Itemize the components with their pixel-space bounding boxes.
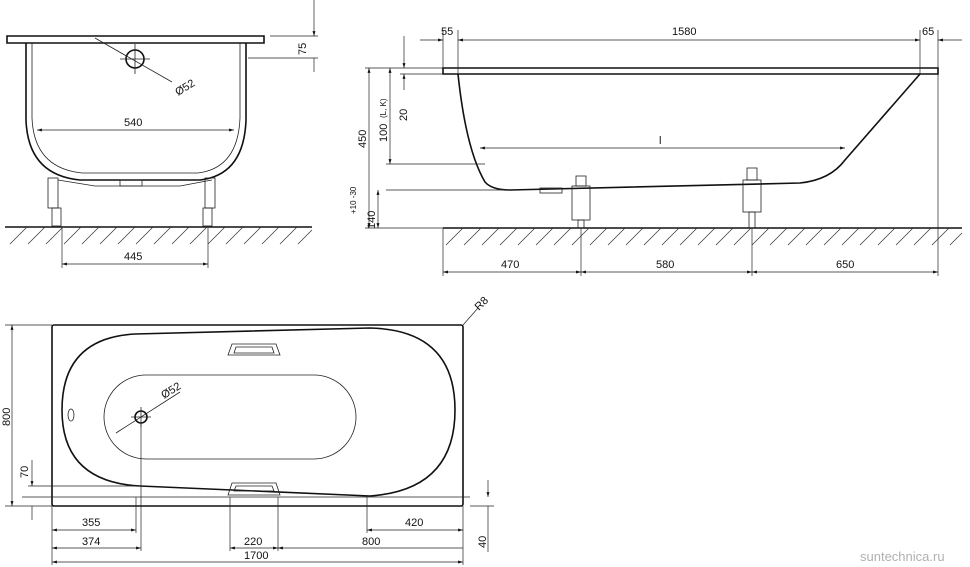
dim-75: 75 [297,43,309,55]
side-tub-inner [31,43,241,174]
front-tub-body [457,73,921,191]
top-overflow [67,408,75,422]
dim-800-vert: 800 [1,408,13,426]
dim-140-tol: +10 -30 [349,186,358,214]
dim-220: 220 [244,536,262,548]
front-foot-left [571,175,591,229]
top-drain-dia: Ø52 [159,380,183,401]
dim-40: 40 [477,536,489,548]
dim-374: 374 [82,536,100,548]
side-floor-hatch [9,226,313,245]
front-drain-fitting [539,187,563,194]
dim-140: 140 [366,211,378,229]
dim-540: 540 [124,117,142,129]
dim-470: 470 [501,259,519,271]
length-view: 55 1580 65 l 450 100 (L, K) 20 140 +10 -… [349,26,963,276]
side-feet [47,177,216,227]
top-view: Ø52 R8 800 70 355 420 374 [1,295,494,565]
front-foot-right [742,167,762,229]
front-rim [442,67,939,75]
front-floor-hatch [445,227,963,246]
top-bath-floor [103,374,357,460]
top-handle-front [227,482,281,496]
watermark: suntechnica.ru [860,549,945,564]
top-bowl-outline [61,327,456,497]
side-rim [6,35,265,44]
dim-1700: 1700 [244,550,268,562]
dim-450: 450 [357,130,369,148]
top-outline [51,324,464,507]
dim-355: 355 [82,517,100,529]
dim-r8: R8 [473,295,491,313]
side-drain-axis [94,37,173,83]
dim-100-note: (L, K) [379,98,388,118]
side-drain-dia: Ø52 [173,77,197,98]
dim-445: 445 [124,251,142,263]
dim-580: 580 [656,259,674,271]
dim-650: 650 [836,259,854,271]
dim-1580: 1580 [672,26,696,38]
dim-420: 420 [405,517,423,529]
side-view: Ø52 540 445 75 [5,0,318,268]
dim-70: 70 [19,466,31,478]
dim-100: 100 [378,124,390,142]
side-tub-body [25,43,247,181]
dim-20: 20 [398,109,410,121]
top-handle-back [227,343,281,356]
dim-800-horiz: 800 [362,536,380,548]
dim-l: l [659,135,661,147]
dim-55: 55 [441,26,453,38]
dim-65: 65 [922,26,934,38]
